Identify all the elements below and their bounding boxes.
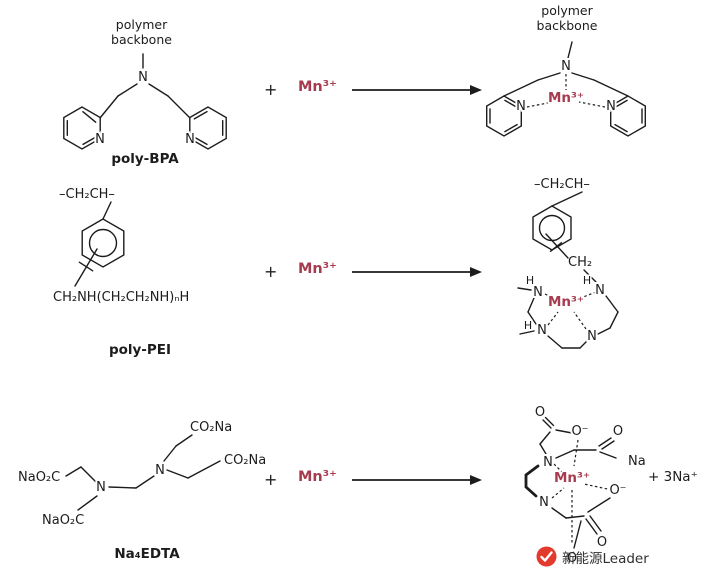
central-amine-n: N (561, 59, 571, 74)
amine-n-w: N (533, 285, 543, 300)
edta-n-lower: N (539, 495, 549, 510)
edta-n-right: N (155, 463, 165, 478)
co2na-arm-right: CO₂Na (224, 453, 266, 468)
coordinated-o-mid: O⁻ (609, 483, 626, 498)
benzene-ring (532, 205, 572, 251)
reaction-arrow-3 (352, 475, 482, 485)
pyridine-n-right: N (606, 99, 616, 114)
reactant-name-1: poly-BPA (111, 151, 179, 167)
reactant-name-3: Na₄EDTA (114, 546, 180, 562)
pyridine-ring-left: N (486, 95, 528, 137)
watermark-text: 新能源Leader (562, 550, 649, 567)
polymer-backbone-label-product1: polymer backbone (517, 3, 617, 33)
pei-amine-chain: CH₂NH(CH₂CH₂NH)ₙH (53, 290, 189, 305)
benzene-ring (81, 218, 125, 268)
reaction-arrow-1 (352, 85, 482, 95)
pyridine-n-right: N (185, 132, 195, 147)
pei-backbone-fragment: –CH₂CH– (534, 177, 590, 192)
backbone-line2: backbone (536, 18, 598, 33)
mn-ion-1: Mn³⁺ (298, 79, 337, 95)
coordinated-o-top: O⁻ (571, 424, 588, 439)
ch2-label: CH₂ (568, 255, 592, 270)
bpa-complex-bonds (503, 41, 629, 108)
central-amine-n: N (138, 70, 148, 85)
amine-h-sw: H (524, 319, 532, 332)
mn-center-1: Mn³⁺ (548, 90, 584, 106)
mn-edta-complex-structure: O O⁻ O Na O⁻ N N O O Mn³⁺ (524, 403, 646, 568)
carbonyl-o-right: O (613, 424, 623, 439)
plus-sign-3: + (264, 470, 278, 489)
pyridine-ring-right: N (183, 106, 227, 150)
reactant-name-2: poly-PEI (108, 342, 172, 358)
plus-sign-2: + (264, 262, 278, 281)
amine-h-w: H (526, 274, 534, 287)
co2na-arm-top: CO₂Na (190, 420, 232, 435)
carbonyl-o-bottom-right: O (597, 535, 607, 550)
watermark-logo-icon (536, 546, 557, 567)
pei-backbone-fragment: –CH₂CH– (59, 187, 115, 202)
amine-n-s: N (587, 329, 597, 344)
mn-ion-3: Mn³⁺ (298, 469, 337, 485)
pei-bonds (74, 201, 112, 287)
amine-n-ne: N (595, 283, 605, 298)
mn-bpa-complex-structure: N N N Mn³⁺ (486, 41, 647, 137)
pyridine-n-left: N (95, 132, 105, 147)
poly-bpa-structure: N N N (63, 53, 227, 150)
nao2c-arm-upper: NaO₂C (18, 470, 60, 485)
reaction-arrow-2 (352, 267, 482, 277)
byproduct-3na: + 3Na⁺ (648, 469, 698, 485)
pyridine-ring-right: N (604, 95, 647, 137)
edta-n-upper: N (543, 455, 553, 470)
amine-n-sw: N (537, 323, 547, 338)
plus-sign-1: + (264, 80, 278, 99)
edta-bonds (65, 434, 221, 511)
backbone-line2: backbone (111, 32, 172, 47)
mn-center-2: Mn³⁺ (548, 294, 584, 310)
mn-ion-2: Mn³⁺ (298, 261, 337, 277)
carbonyl-o-top: O (535, 405, 545, 420)
poly-pei-structure: –CH₂CH– CH₂NH(CH₂CH₂NH)ₙH (53, 187, 189, 305)
nao2c-arm-lower: NaO₂C (42, 513, 84, 528)
mn-pei-complex-structure: –CH₂CH– CH₂ N H N H (517, 177, 619, 349)
edta-n-left: N (96, 480, 106, 495)
backbone-line1: polymer (115, 17, 168, 32)
carbonyl-o-bottom: O (567, 551, 577, 566)
pyridine-n-left: N (516, 99, 526, 114)
pyridine-ring-left: N (63, 106, 107, 150)
bpa-linker-bonds (99, 53, 191, 119)
backbone-line1: polymer (541, 3, 593, 18)
polymer-backbone-label-reactant1: polymer backbone (94, 17, 189, 47)
pei-complex-bonds (517, 191, 619, 349)
na-label: Na (628, 454, 646, 469)
edta-complex-bonds (524, 416, 617, 549)
watermark: 新能源Leader (536, 546, 649, 567)
amine-h-ne: H (583, 274, 591, 287)
mn-center-3: Mn³⁺ (554, 470, 590, 486)
na4edta-structure: CO₂Na CO₂Na NaO₂C NaO₂C N N (18, 420, 266, 528)
